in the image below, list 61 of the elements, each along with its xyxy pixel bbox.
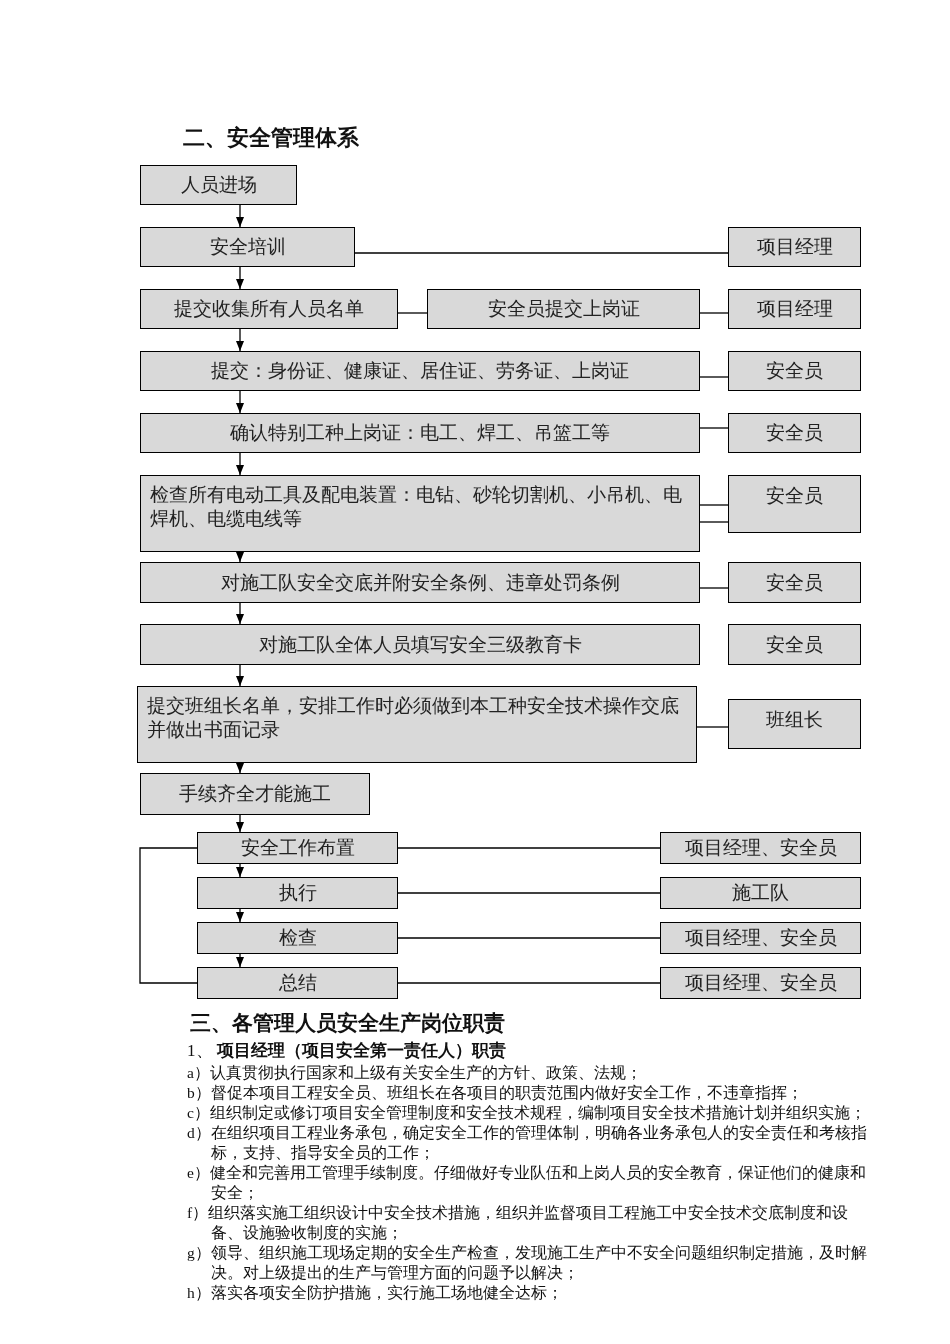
connector-line: [397, 312, 428, 314]
connector-line: [699, 427, 729, 429]
connector-line: [696, 726, 729, 728]
arrow: [236, 908, 244, 923]
process-box: 提交收集所有人员名单: [140, 289, 398, 329]
role-box: 安全员: [728, 562, 861, 603]
process-box: 总结: [197, 967, 398, 999]
subsection-heading: 1、 项目经理（项目安全第一责任人）职责: [187, 1040, 507, 1062]
process-box: 手续齐全才能施工: [140, 773, 370, 815]
arrow: [236, 551, 244, 563]
process-box: 检查所有电动工具及配电装置：电钻、砂轮切割机、小吊机、电焊机、电缆电线等: [140, 475, 700, 552]
connector-line: [354, 252, 729, 254]
process-box: 人员进场: [140, 165, 297, 205]
process-box: 安全培训: [140, 227, 355, 267]
connector-line: [699, 376, 729, 378]
list-item-text: h）落实各项安全防护措施，实行施工场地健全达标；: [187, 1283, 564, 1303]
role-box: 安全员: [728, 413, 861, 453]
process-box: 安全员提交上岗证: [427, 289, 700, 329]
connector-line: [699, 521, 729, 523]
connector-line: [699, 312, 729, 314]
connector-line: [397, 892, 661, 894]
connector-line: [139, 847, 198, 984]
arrow: [236, 390, 244, 414]
role-box: 安全员: [728, 624, 861, 665]
role-box: 施工队: [660, 877, 861, 909]
arrow: [236, 814, 244, 833]
arrow: [236, 452, 244, 476]
connector-line: [397, 937, 661, 939]
list-item-text: a）认真贯彻执行国家和上级有关安全生产的方针、政策、法规；: [187, 1063, 643, 1083]
connector-line: [397, 982, 661, 984]
process-box: 确认特别工种上岗证：电工、焊工、吊篮工等: [140, 413, 700, 453]
list-item-text: c）组织制定或修订项目安全管理制度和安全技术规程，编制项目安全技术措施计划并组织实施；: [187, 1103, 867, 1123]
role-box: 班组长: [728, 699, 861, 749]
process-box: 检查: [197, 922, 398, 954]
connector-line: [397, 847, 661, 849]
connector-line: [699, 504, 729, 506]
list-item-text: b）督促本项目工程安全员、班组长在各项目的职责范围内做好安全工作，不违章指挥；: [187, 1083, 804, 1103]
role-box: 项目经理、安全员: [660, 832, 861, 864]
arrow: [236, 664, 244, 687]
arrow: [236, 204, 244, 228]
connector-line: [699, 587, 729, 589]
role-box: 安全员: [728, 475, 861, 533]
process-box: 对施工队全体人员填写安全三级教育卡: [140, 624, 700, 665]
arrow: [236, 762, 244, 774]
process-box: 提交：身份证、健康证、居住证、劳务证、上岗证: [140, 351, 700, 391]
arrow: [236, 328, 244, 352]
process-box: 安全工作布置: [197, 832, 398, 864]
arrow: [236, 266, 244, 290]
section-heading: 三、各管理人员安全生产岗位职责: [189, 1010, 506, 1037]
process-box: 执行: [197, 877, 398, 909]
process-box: 提交班组长名单，安排工作时必须做到本工种安全技术操作交底并做出书面记录: [137, 686, 697, 763]
role-box: 安全员: [728, 351, 861, 391]
role-box: 项目经理: [728, 227, 861, 267]
process-box: 对施工队安全交底并附安全条例、违章处罚条例: [140, 562, 700, 603]
arrow: [236, 863, 244, 878]
role-box: 项目经理: [728, 289, 861, 329]
role-box: 项目经理、安全员: [660, 922, 861, 954]
page-title: 二、安全管理体系: [183, 124, 359, 152]
arrow: [236, 602, 244, 625]
role-box: 项目经理、安全员: [660, 967, 861, 999]
arrow: [236, 953, 244, 968]
